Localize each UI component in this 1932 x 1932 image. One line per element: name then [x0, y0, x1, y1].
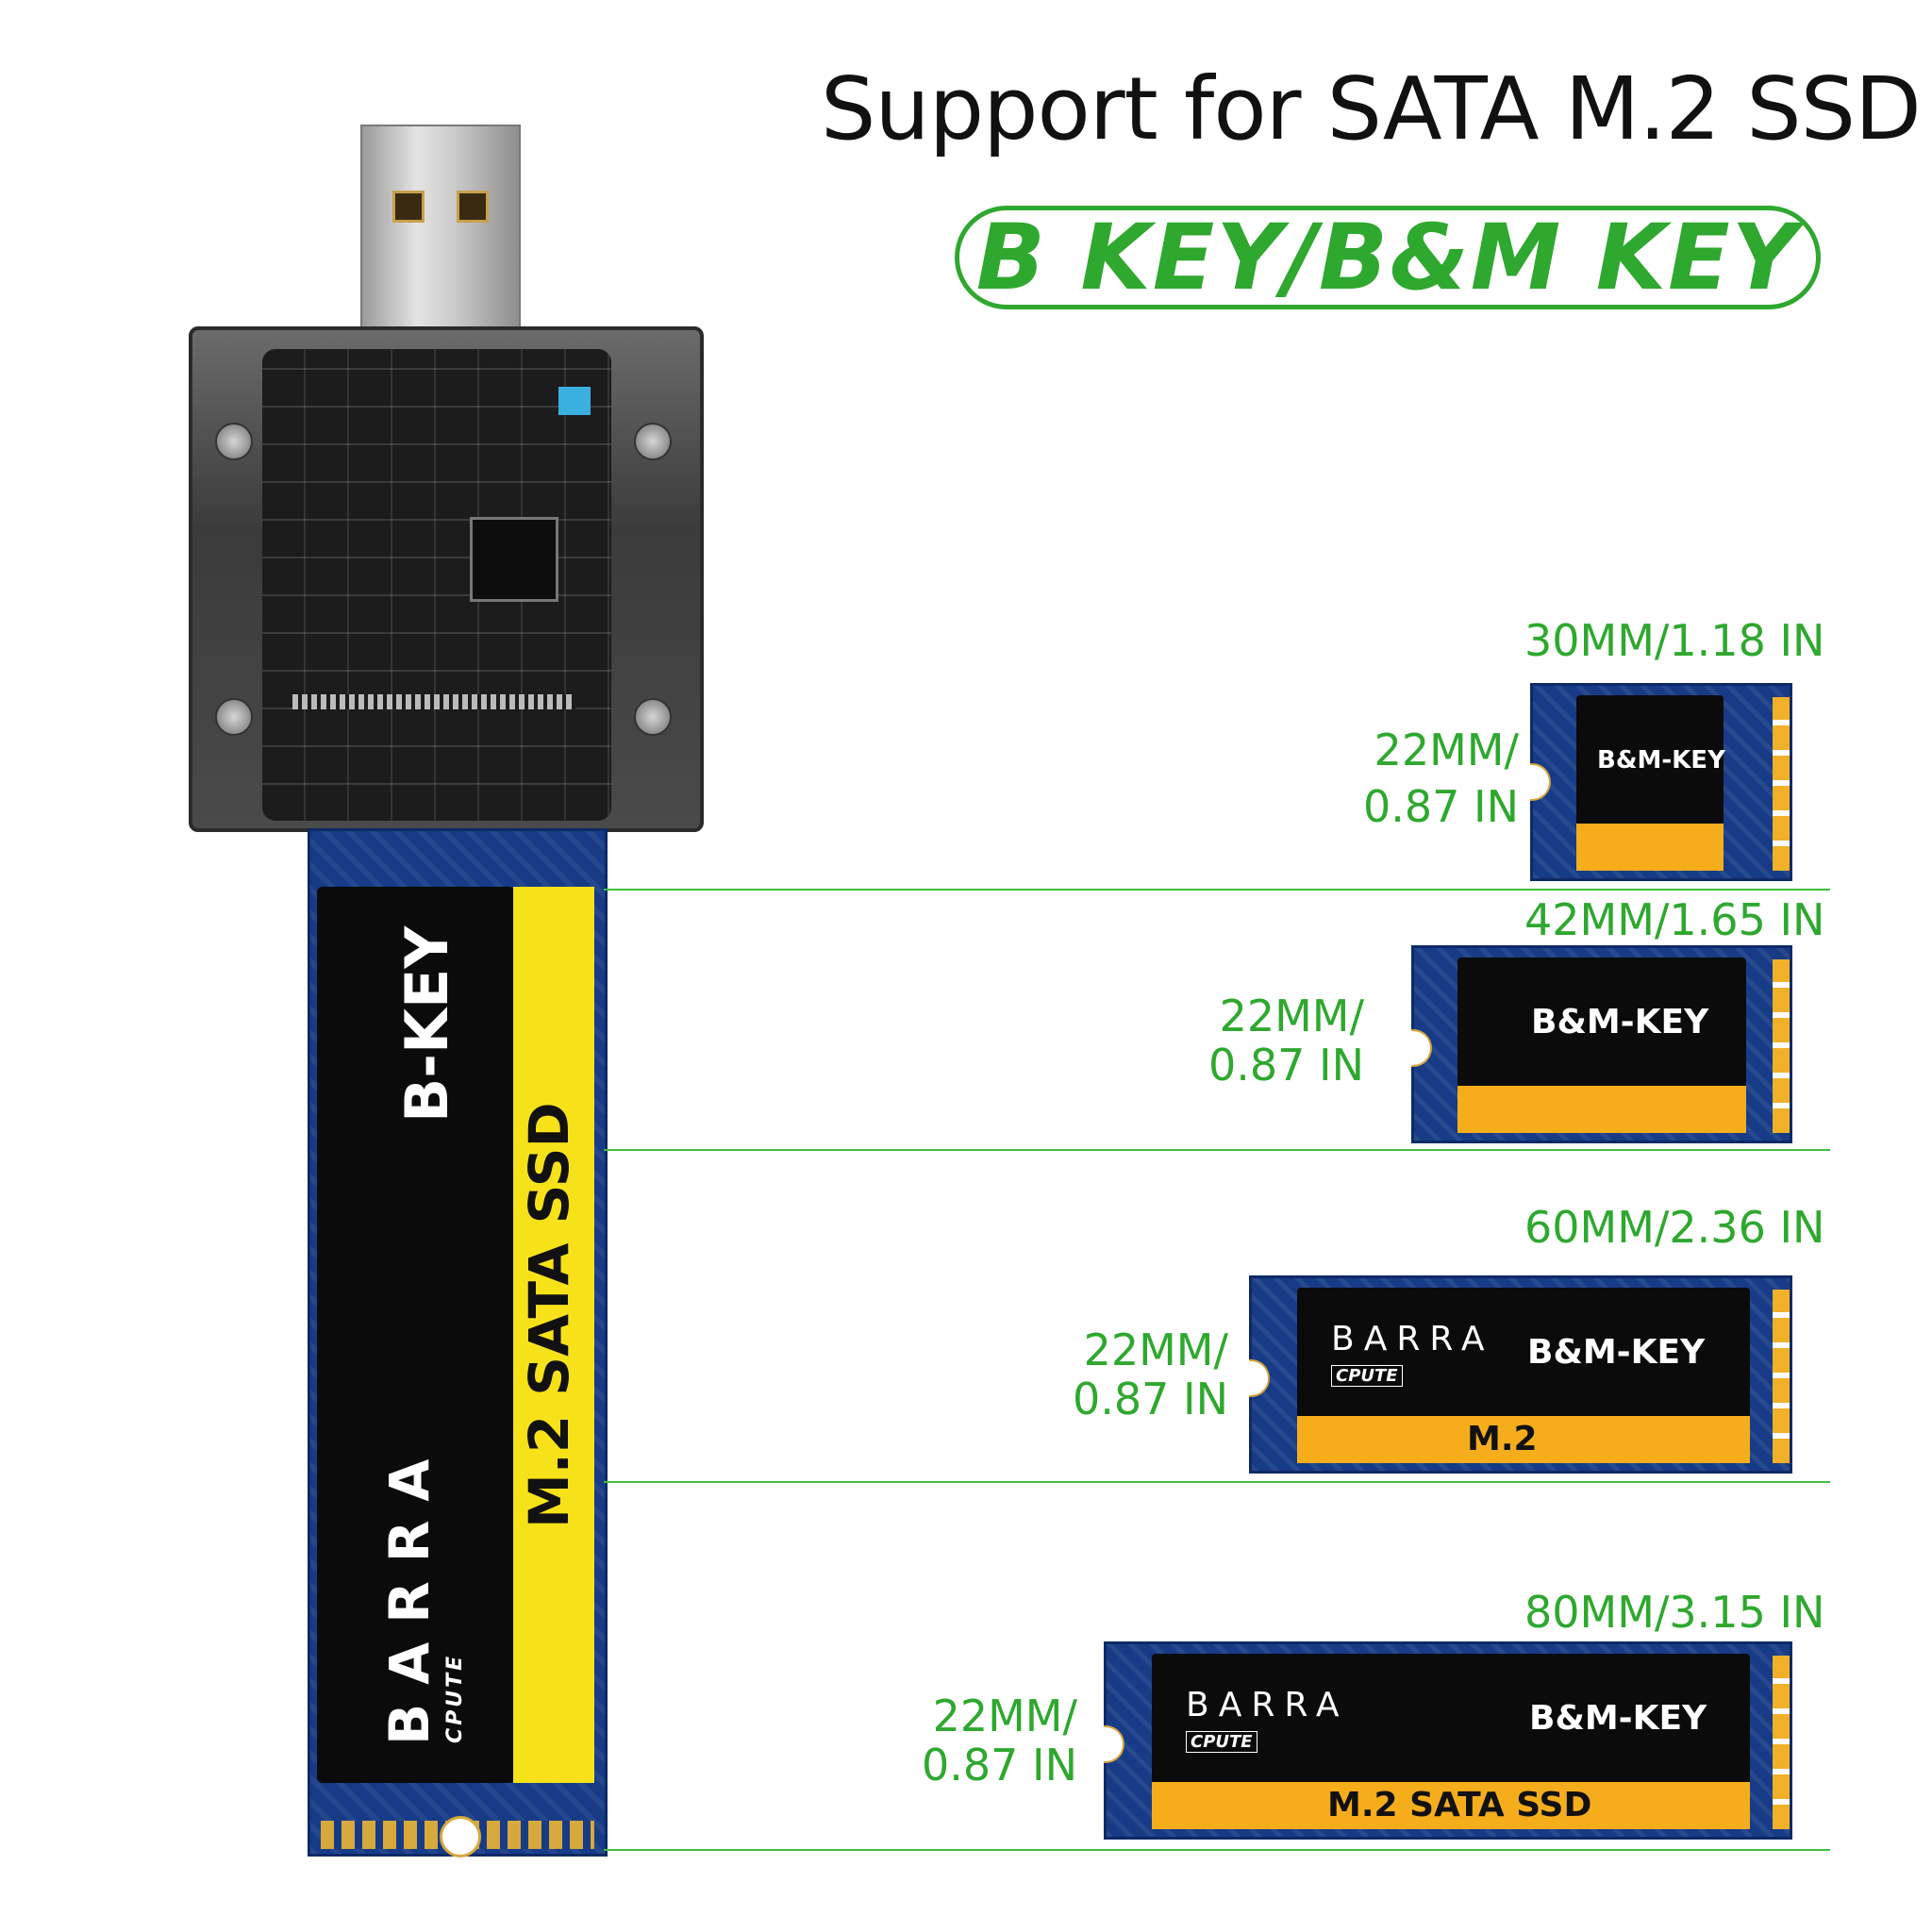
indicator-led	[558, 387, 591, 415]
ssd-mount-notch	[1411, 1029, 1432, 1067]
size-width-42-line2: 0.87 IN	[1208, 1040, 1364, 1091]
ssd-card-60mm: BARRA CPUTE B&M-KEY M.2	[1249, 1275, 1792, 1474]
ssd-label-black	[1576, 695, 1724, 827]
ssd-orange-label: M.2 SATA SSD	[1327, 1786, 1592, 1824]
ssd-label-black	[1297, 1288, 1750, 1420]
screw-icon	[215, 698, 253, 736]
ssd-label-orange	[1152, 1782, 1750, 1829]
guide-line	[604, 1149, 1830, 1151]
ssd-label-orange	[1297, 1416, 1750, 1463]
guide-line	[604, 1849, 1830, 1851]
screw-icon	[634, 698, 672, 736]
controller-chip	[470, 517, 558, 602]
ssd-mount-notch	[1530, 763, 1551, 801]
size-width-30-line2: 0.87 IN	[1362, 781, 1519, 832]
main-ssd-brand-sub: CPUTE	[443, 1653, 467, 1743]
size-width-80-line2: 0.87 IN	[921, 1740, 1077, 1790]
ssd-brand-sub: CPUTE	[1186, 1731, 1257, 1753]
size-length-30: 30MM/1.18 IN	[1524, 615, 1825, 666]
size-length-80: 80MM/3.15 IN	[1524, 1587, 1825, 1638]
main-ssd-label-yellow	[513, 887, 594, 1783]
ssd-card-42mm: B&M-KEY	[1411, 945, 1792, 1143]
size-width-60-line1: 22MM/	[1083, 1324, 1228, 1375]
size-length-42: 42MM/1.65 IN	[1524, 894, 1825, 945]
guide-line	[604, 1481, 1830, 1483]
ssd-key-label: B&M-KEY	[1531, 1003, 1709, 1041]
headline: Support for SATA M.2 SSD	[821, 58, 1922, 159]
ssd-gold-contacts	[1773, 697, 1790, 871]
ssd-gold-contacts	[1773, 1290, 1790, 1463]
size-width-60-line2: 0.87 IN	[1072, 1374, 1228, 1424]
ssd-gold-contacts	[1773, 959, 1790, 1133]
main-ssd-key-label: B-KEY	[392, 925, 461, 1123]
ssd-label-black	[1457, 958, 1746, 1090]
ssd-card-80mm: BARRA CPUTE B&M-KEY M.2 SATA SSD	[1104, 1641, 1792, 1840]
guide-line	[604, 889, 1830, 891]
ssd-orange-label: M.2	[1467, 1420, 1538, 1458]
ssd-key-label: B&M-KEY	[1597, 746, 1725, 774]
usb-contact-hole	[457, 191, 489, 223]
main-ssd-mount-notch	[440, 1816, 481, 1857]
key-type-badge: B KEY/B&M KEY	[955, 205, 1821, 310]
ssd-brand: BARRA	[1331, 1320, 1494, 1358]
usb-plug	[360, 125, 521, 332]
ssd-gold-contacts	[1773, 1656, 1790, 1829]
screw-icon	[634, 423, 672, 460]
key-type-text: B KEY/B&M KEY	[975, 205, 1800, 310]
screw-icon	[215, 423, 253, 460]
main-ssd-brand: BARRA	[377, 1440, 441, 1745]
ssd-mount-notch	[1104, 1725, 1124, 1763]
ssd-card-30mm: B&M-KEY	[1530, 683, 1792, 881]
size-width-30-line1: 22MM/	[1374, 724, 1519, 775]
m2-slot-connector	[292, 694, 575, 709]
size-width-80-line1: 22MM/	[932, 1690, 1077, 1741]
ssd-label-orange	[1576, 824, 1724, 871]
ssd-label-black	[1152, 1654, 1750, 1786]
usb-contact-hole	[392, 191, 425, 223]
ssd-label-orange	[1457, 1086, 1746, 1133]
main-ssd-product-label: M.2 SATA SSD	[517, 1102, 581, 1528]
size-width-42-line1: 22MM/	[1219, 991, 1364, 1041]
main-ssd-label-black	[317, 887, 515, 1783]
size-length-60: 60MM/2.36 IN	[1524, 1202, 1825, 1253]
ssd-key-label: B&M-KEY	[1527, 1333, 1706, 1372]
ssd-brand: BARRA	[1186, 1686, 1349, 1724]
ssd-mount-notch	[1249, 1359, 1270, 1397]
ssd-brand-sub: CPUTE	[1331, 1365, 1403, 1387]
ssd-key-label: B&M-KEY	[1529, 1699, 1707, 1738]
enclosure-circuit-board	[262, 349, 611, 821]
